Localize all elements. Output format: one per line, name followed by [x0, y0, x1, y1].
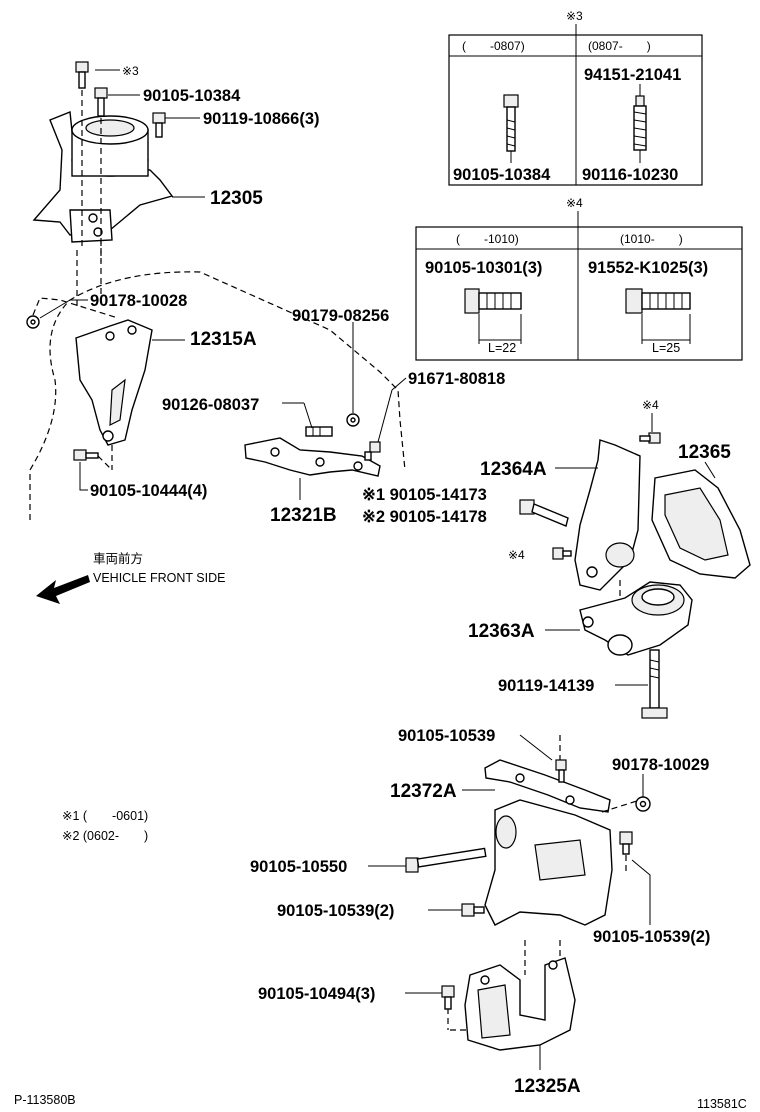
- bolt-icon: [364, 441, 381, 461]
- bracket-12372A: [484, 759, 611, 813]
- label-90105-10539-a: 90105-10539: [398, 727, 495, 745]
- label-12365: 12365: [678, 442, 731, 463]
- label-12321B: 12321B: [270, 505, 337, 526]
- note-3-col1-bottom-part: 90105-10384: [453, 166, 551, 184]
- note-3-col1-range: ( -0807): [462, 39, 525, 53]
- bolt-icon: [75, 61, 89, 89]
- label-12315A: 12315A: [190, 329, 257, 350]
- note-4-col1-part: 90105-10301(3): [425, 259, 542, 277]
- bolt-icon: [555, 759, 567, 783]
- note-4-col2-part: 91552-K1025(3): [588, 259, 708, 277]
- bracket-12315A: [75, 319, 153, 446]
- label-12363A: 12363A: [468, 621, 535, 642]
- note-4-col2-length: L=25: [652, 341, 680, 355]
- cover-12365: [651, 469, 751, 579]
- bolt-icon: [519, 499, 569, 527]
- label-12364A: 12364A: [480, 459, 547, 480]
- note-4-col1-length: L=22: [488, 341, 516, 355]
- direction-en: VEHICLE FRONT SIDE: [93, 571, 225, 585]
- note-3-col2-top-part: 94151-21041: [584, 66, 681, 84]
- bracket-12321B: [244, 437, 381, 477]
- label-mark3: ※3: [122, 64, 139, 78]
- mount-12363A: [579, 581, 693, 656]
- note-3-col2-bottom-part: 90116-10230: [582, 166, 678, 184]
- label-12372A: 12372A: [390, 781, 457, 802]
- note-4-table: ※4 ( -1010) (1010- ) 90105-10301(3) 9155…: [415, 196, 743, 361]
- label-90105-10539-c: 90105-10539(2): [593, 928, 710, 946]
- bolt-icon: [405, 847, 487, 873]
- mount-body-12372A: [484, 799, 613, 926]
- label-90179-08256: 90179-08256: [292, 307, 389, 325]
- bolt-icon: [73, 449, 99, 461]
- note-3-mark: ※3: [566, 9, 583, 23]
- bolt-icon: [641, 649, 668, 719]
- note-3-col2-range: (0807- ): [588, 39, 651, 53]
- direction-jp: 車両前方: [93, 551, 143, 566]
- bolt-icon: [619, 831, 633, 855]
- bolt-icon: [441, 985, 455, 1010]
- label-90105-10550: 90105-10550: [250, 858, 347, 876]
- bolt-icon: [94, 87, 108, 117]
- stud-bolt-icon: [305, 426, 333, 437]
- bolt-icon: [503, 94, 519, 163]
- nut-icon: [346, 413, 360, 427]
- label-12325A: 12325A: [514, 1076, 581, 1097]
- stud-bolt-icon: [633, 84, 647, 163]
- label-90105-10494: 90105-10494(3): [258, 985, 375, 1003]
- note-4-col1-range: ( -1010): [456, 232, 519, 246]
- label-90119-14139: 90119-14139: [498, 677, 594, 695]
- bracket-12364A: [574, 439, 641, 591]
- arrow-left-icon: [36, 575, 90, 604]
- label-90105-14178: ※2 90105-14178: [362, 508, 487, 526]
- label-90105-10539-b: 90105-10539(2): [277, 902, 394, 920]
- footnote-1: ※1 ( -0601): [62, 809, 148, 823]
- bolt-icon: [552, 547, 572, 560]
- label-90178-10028: 90178-10028: [90, 292, 187, 310]
- note-4-mark: ※4: [566, 196, 583, 210]
- bolt-icon: [639, 432, 661, 444]
- label-90178-10029: 90178-10029: [612, 756, 709, 774]
- label-90119-10866: 90119-10866(3): [203, 110, 320, 128]
- engine-mount-12305: [32, 111, 174, 243]
- label-12305: 12305: [210, 188, 263, 209]
- label-91671-80818: 91671-80818: [408, 370, 505, 388]
- footer-right-code: 113581C: [697, 1097, 747, 1111]
- nut-icon: [635, 796, 651, 812]
- flange-bolt-icon: [625, 288, 691, 344]
- vehicle-front-arrow: 車両前方 VEHICLE FRONT SIDE: [36, 551, 225, 604]
- bolt-icon: [461, 903, 485, 917]
- label-90105-14173: ※1 90105-14173: [362, 486, 487, 504]
- footnote-2: ※2 (0602- ): [62, 829, 148, 843]
- label-mark4-top: ※4: [642, 398, 659, 412]
- bolt-icon: [152, 112, 166, 138]
- label-90105-10444: 90105-10444(4): [90, 482, 207, 500]
- bracket-12325A: [464, 957, 576, 1051]
- nut-icon: [26, 315, 40, 329]
- flange-bolt-icon: [464, 288, 522, 344]
- engine-outline: [29, 271, 406, 520]
- footer-left-code: P-113580B: [14, 1093, 76, 1107]
- label-90105-10384: 90105-10384: [143, 87, 241, 105]
- note-4-col2-range: (1010- ): [620, 232, 683, 246]
- label-90126-08037: 90126-08037: [162, 396, 259, 414]
- label-mark4-left: ※4: [508, 548, 525, 562]
- note-3-table: ※3 ( -0807) (0807- ) 94151-21041 90105-1…: [448, 9, 703, 186]
